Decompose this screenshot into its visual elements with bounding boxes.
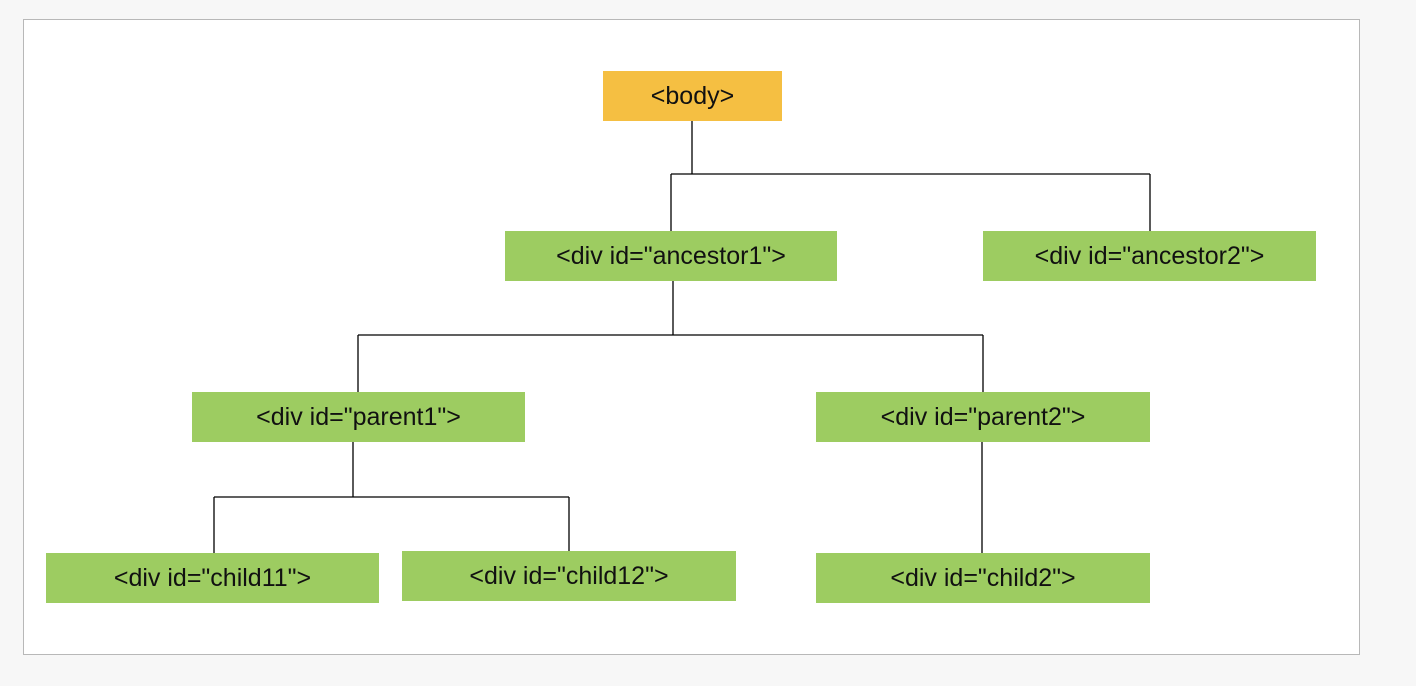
node-parent1: <div id="parent1"> bbox=[192, 392, 525, 442]
node-parent2-label: <div id="parent2"> bbox=[880, 402, 1086, 431]
node-body: <body> bbox=[603, 71, 782, 121]
node-child11-label: <div id="child11"> bbox=[113, 563, 312, 592]
node-ancestor1: <div id="ancestor1"> bbox=[505, 231, 837, 281]
node-child11: <div id="child11"> bbox=[46, 553, 379, 603]
node-ancestor2-label: <div id="ancestor2"> bbox=[1034, 241, 1265, 270]
node-child2: <div id="child2"> bbox=[816, 553, 1150, 603]
node-ancestor1-label: <div id="ancestor1"> bbox=[556, 241, 786, 270]
node-child12: <div id="child12"> bbox=[402, 551, 736, 601]
node-ancestor2: <div id="ancestor2"> bbox=[983, 231, 1316, 281]
node-body-label: <body> bbox=[650, 81, 735, 110]
node-child2-label: <div id="child2"> bbox=[890, 563, 1076, 592]
node-parent1-label: <div id="parent1"> bbox=[256, 402, 461, 431]
node-child12-label: <div id="child12"> bbox=[469, 561, 669, 590]
node-parent2: <div id="parent2"> bbox=[816, 392, 1150, 442]
